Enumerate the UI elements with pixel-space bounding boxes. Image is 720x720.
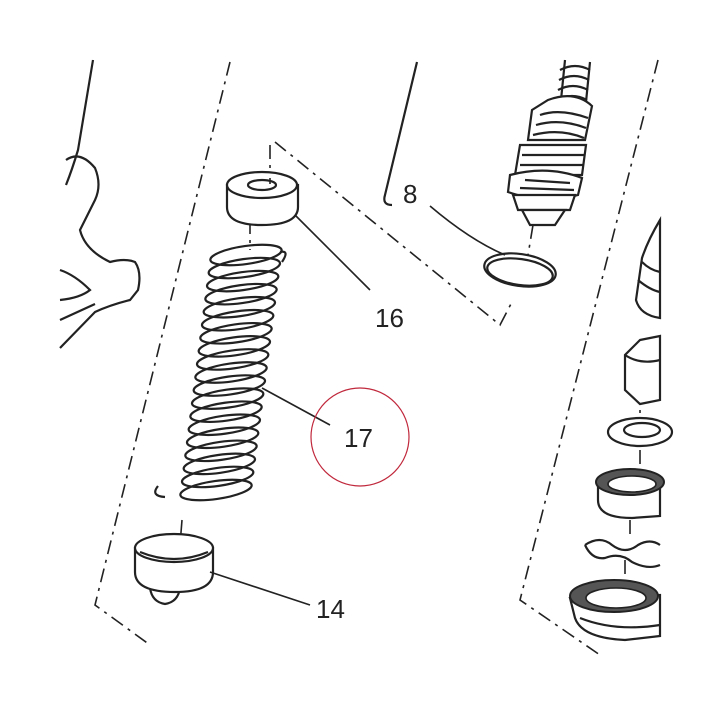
spring-end — [154, 250, 287, 499]
part-number-17: 17 — [344, 423, 373, 453]
spring-coil-turn — [192, 374, 267, 397]
spring-coil-turn — [194, 361, 268, 384]
part-16-bushing — [225, 170, 300, 227]
spring-coil-turn — [190, 387, 265, 410]
spring-coil-turn — [204, 282, 278, 306]
right-side-parts — [568, 216, 674, 642]
spring-coil-turn — [182, 452, 257, 476]
spring-coil-turn — [202, 295, 277, 319]
spring-coil-turn — [184, 439, 258, 463]
part-number-8: 8 — [403, 179, 417, 209]
spring-coil-turn — [207, 256, 282, 280]
spring-coil-turn — [179, 478, 253, 502]
rod-hook — [383, 61, 419, 207]
assembly-lines — [94, 59, 659, 656]
spring-coil-turn — [180, 465, 255, 489]
spring-coil-turn — [200, 308, 275, 332]
spring-coil-turn — [205, 269, 280, 293]
leader-lines — [209, 205, 506, 606]
part-8-o-ring — [483, 252, 557, 288]
part-number-16: 16 — [375, 303, 404, 333]
part-17-coil-spring — [154, 243, 287, 502]
frame-part-left — [59, 59, 141, 349]
spring-coil-turn — [197, 335, 272, 358]
part-14-spring-seat — [133, 532, 215, 606]
spring-coil-turn — [209, 243, 283, 267]
spring-coil-turn — [185, 426, 260, 450]
valve-assembly — [506, 59, 594, 227]
spring-coil-turn — [199, 322, 273, 345]
spring-coil-turn — [195, 348, 270, 371]
highlight-circle — [310, 387, 410, 487]
spring-coil-turn — [189, 400, 263, 423]
part-number-14: 14 — [316, 594, 345, 624]
spring-coil-turn — [187, 413, 262, 437]
